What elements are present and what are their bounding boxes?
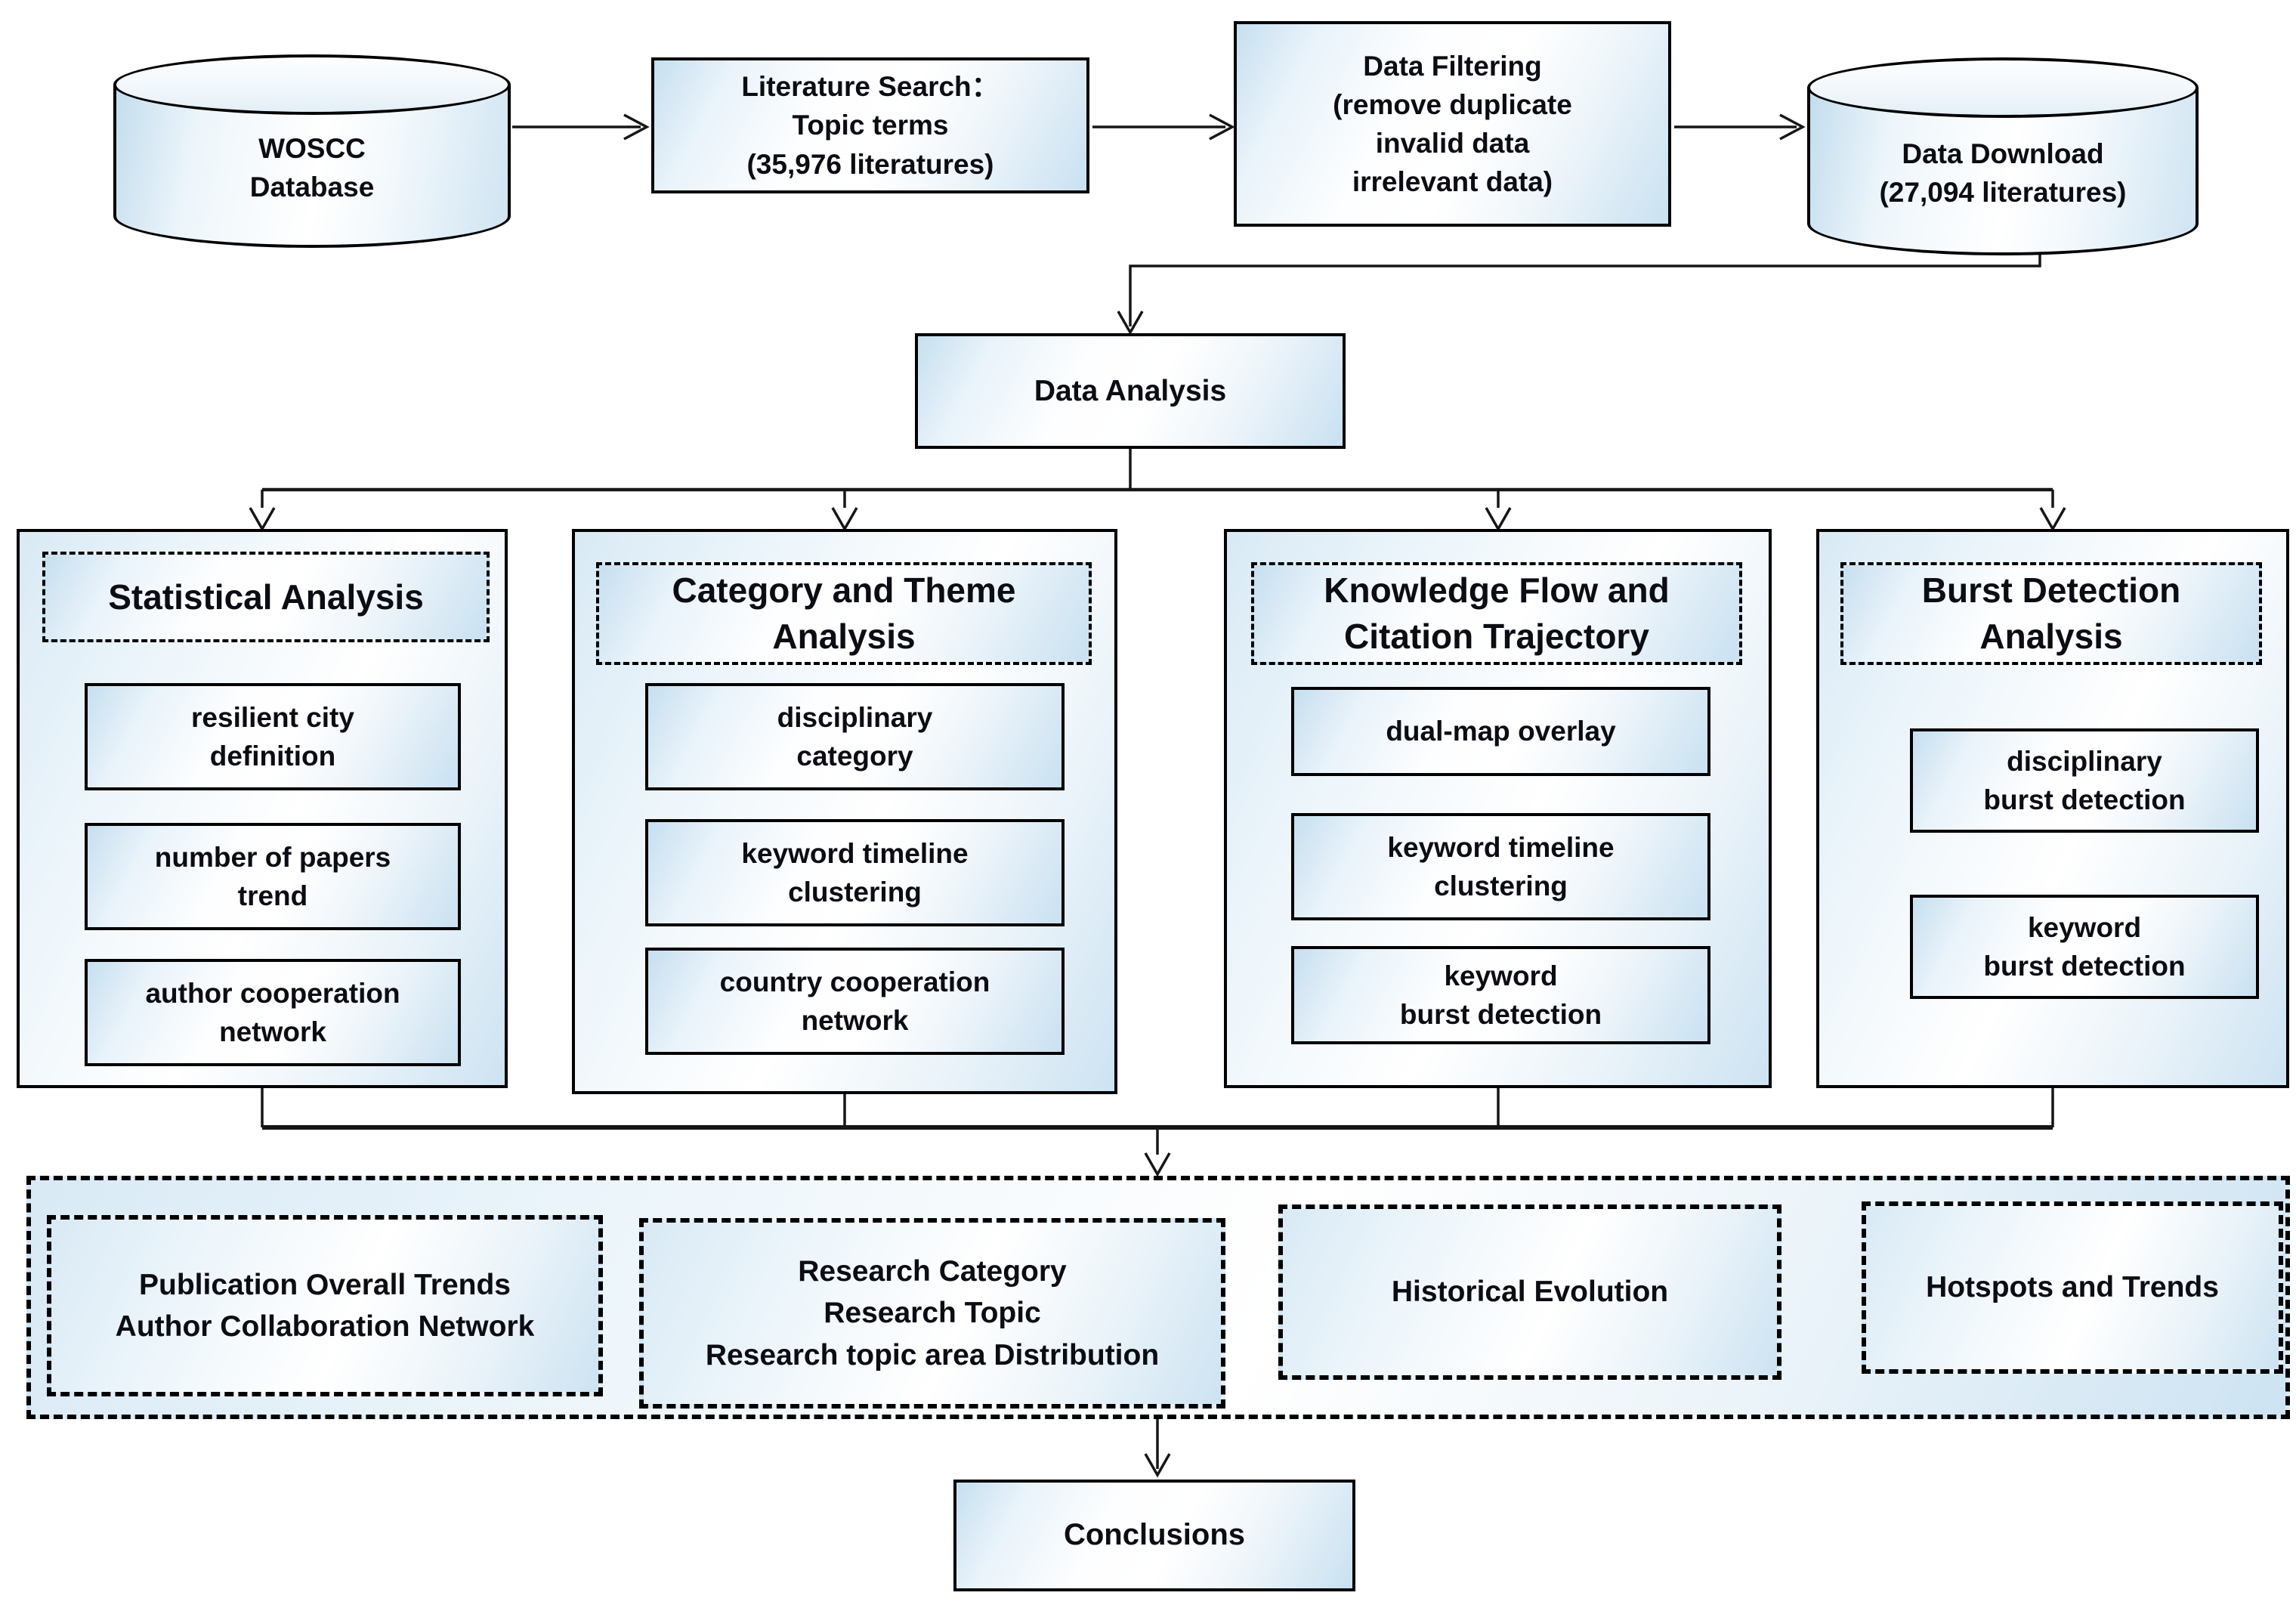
result-publication-trends-box: Publication Overall Trends Author Collab… (47, 1215, 603, 1396)
arrowhead-right-icon (623, 113, 650, 141)
column-title-box: Knowledge Flow and Citation Trajectory (1251, 562, 1742, 665)
column-item: disciplinary burst detection (1910, 728, 2259, 833)
column-burst-detection-analysis: Burst Detection Analysis disciplinary bu… (1816, 529, 2289, 1088)
arrowhead-right-icon (1779, 113, 1806, 141)
woscc-database-label: WOSCC Database (249, 132, 375, 203)
column-item-label: resilient city definition (191, 701, 354, 772)
cylinder-top-ellipse (1807, 57, 2199, 118)
conclusions-box: Conclusions (953, 1480, 1355, 1591)
literature-search-label: Literature Search： Topic terms (35,976 l… (741, 71, 1000, 180)
column-item: keyword burst detection (1910, 895, 2259, 999)
data-analysis-label: Data Analysis (1034, 374, 1227, 407)
arrowhead-down-icon (1144, 1453, 1171, 1478)
column-item: keyword timeline clustering (1291, 813, 1710, 920)
arrowhead-down-icon (1485, 507, 1512, 532)
column-item: keyword burst detection (1291, 946, 1710, 1044)
column-item: country cooperation network (645, 948, 1065, 1055)
column-title-box: Burst Detection Analysis (1840, 562, 2262, 665)
column-item-label: keyword timeline clustering (741, 837, 969, 908)
data-filtering-label: Data Filtering (remove duplicate invalid… (1333, 50, 1572, 198)
column-title: Category and Theme Analysis (672, 571, 1016, 656)
column-item-label: keyword timeline clustering (1387, 831, 1615, 901)
arrowhead-down-icon (1117, 311, 1144, 336)
column-title: Knowledge Flow and Citation Trajectory (1324, 571, 1670, 656)
data-download-cylinder: Data Download (27,094 literatures) (1807, 57, 2199, 255)
column-item: disciplinary category (645, 683, 1065, 790)
connector-download-to-analysis (1129, 251, 2041, 326)
column-item-label: dual-map overlay (1386, 716, 1616, 747)
result-historical-evolution-box: Historical Evolution (1278, 1204, 1781, 1380)
result-label: Hotspots and Trends (1926, 1271, 2219, 1304)
column-item-label: disciplinary category (777, 701, 933, 772)
column-item: dual-map overlay (1291, 687, 1710, 776)
column-item-label: keyword burst detection (1399, 960, 1602, 1030)
column-item: author cooperation network (85, 959, 461, 1066)
literature-search-box: Literature Search： Topic terms (35,976 l… (651, 57, 1089, 193)
result-research-category-box: Research Category Research Topic Researc… (639, 1218, 1225, 1409)
column-item: number of papers trend (85, 823, 461, 930)
column-item-label: number of papers trend (154, 841, 391, 911)
data-download-label: Data Download (27,094 literatures) (1879, 138, 2127, 208)
arrowhead-down-icon (2039, 507, 2066, 532)
column-item-label: keyword burst detection (1983, 911, 2186, 982)
result-hotspots-trends-box: Hotspots and Trends (1862, 1201, 2283, 1374)
result-label: Historical Evolution (1391, 1276, 1669, 1309)
result-label: Publication Overall Trends Author Collab… (115, 1268, 535, 1343)
column-title-box: Category and Theme Analysis (596, 562, 1092, 665)
column-item-label: author cooperation network (145, 977, 400, 1047)
result-label: Research Category Research Topic Researc… (705, 1254, 1160, 1371)
arrowhead-down-icon (831, 507, 858, 532)
arrowhead-down-icon (249, 507, 276, 532)
column-item: keyword timeline clustering (645, 819, 1065, 926)
column-statistical-analysis: Statistical Analysis resilient city defi… (17, 529, 508, 1088)
cylinder-top-ellipse (113, 54, 511, 115)
data-filtering-box: Data Filtering (remove duplicate invalid… (1234, 21, 1671, 227)
column-category-theme-analysis: Category and Theme Analysis disciplinary… (572, 529, 1117, 1094)
conclusions-label: Conclusions (1063, 1518, 1246, 1552)
column-item-label: country cooperation network (719, 966, 990, 1036)
data-analysis-box: Data Analysis (915, 333, 1346, 449)
column-title-box: Statistical Analysis (42, 552, 490, 642)
column-item-label: disciplinary burst detection (1983, 745, 2186, 815)
column-knowledge-flow-citation: Knowledge Flow and Citation Trajectory d… (1224, 529, 1772, 1088)
column-title: Statistical Analysis (108, 577, 424, 617)
column-item: resilient city definition (85, 683, 461, 790)
column-title: Burst Detection Analysis (1921, 571, 2181, 656)
arrowhead-down-icon (1144, 1152, 1171, 1177)
woscc-database-cylinder: WOSCC Database (113, 54, 511, 248)
arrowhead-right-icon (1209, 113, 1235, 141)
